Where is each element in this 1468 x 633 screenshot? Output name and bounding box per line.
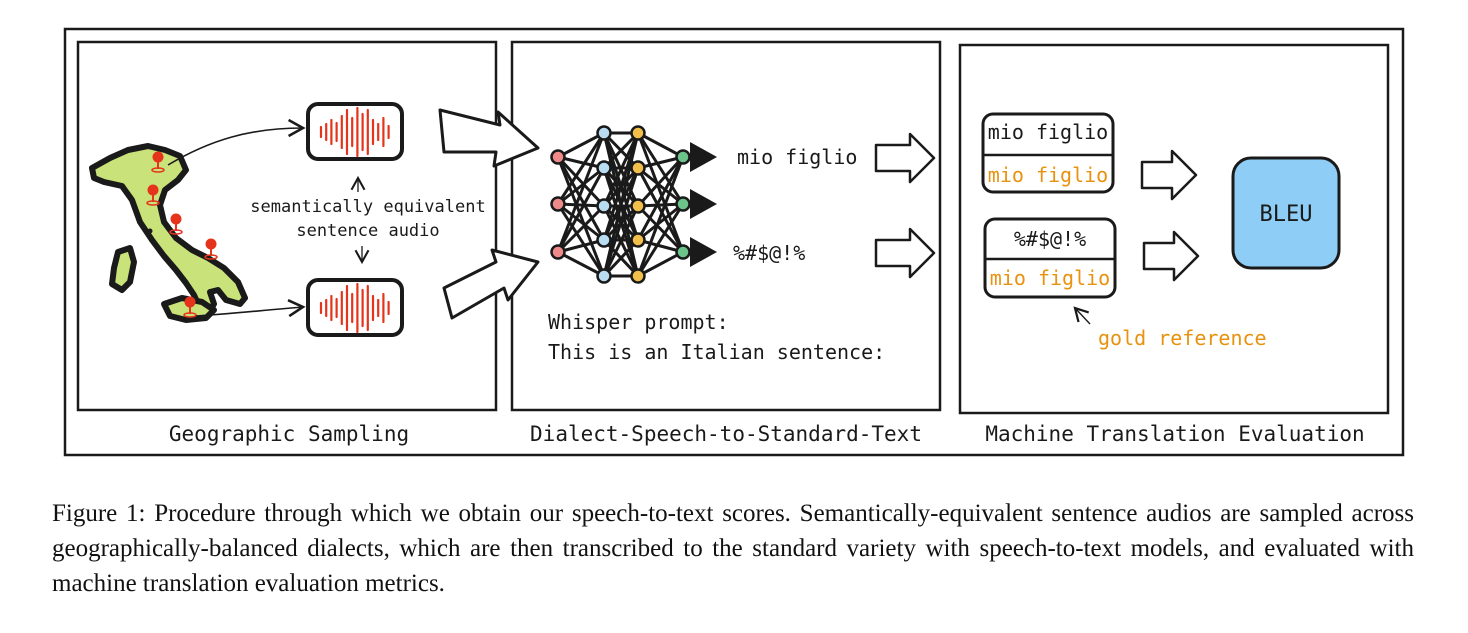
- network-node: [675, 244, 691, 260]
- box1-reference: mio figlio: [988, 163, 1108, 187]
- stt-output-good: mio figlio: [737, 145, 857, 169]
- figure-caption: Figure 1: Procedure through which we obt…: [52, 500, 1414, 597]
- whisper-prompt-line2: This is an Italian sentence:: [548, 340, 885, 364]
- panel-label-left: Geographic Sampling: [169, 422, 409, 446]
- sardinia-shape: [109, 245, 137, 293]
- waveform-icon: [319, 106, 390, 158]
- panel-label-right: Machine Translation Evaluation: [985, 422, 1364, 446]
- pin-icon: [183, 296, 197, 318]
- italy-map: [89, 143, 248, 323]
- pin-icon: [204, 238, 218, 260]
- audio-box-top: [306, 102, 404, 161]
- whisper-prompt-line1: Whisper prompt:: [548, 310, 729, 334]
- pin-icon: [169, 213, 183, 235]
- neural-network-icon: [550, 125, 691, 284]
- network-node: [596, 232, 612, 248]
- pin-icon: [146, 184, 160, 206]
- transfer-arrow-top-icon: [874, 132, 936, 184]
- comparison-box-2: %#$@!% mio figlio: [983, 217, 1117, 299]
- eval-arrow-top-icon: [1140, 149, 1198, 201]
- gold-reference-label: gold reference: [1098, 326, 1267, 350]
- arrow-to-audio-top: [167, 118, 306, 166]
- comparison-box-1: mio figlio mio figlio: [981, 112, 1115, 194]
- figure: semantically equivalent sentence audio m…: [63, 27, 1405, 457]
- panel-geographic-sampling: [76, 40, 498, 412]
- figure-diagram: semantically equivalent sentence audio m…: [63, 27, 1405, 457]
- network-node: [550, 196, 566, 212]
- network-node: [630, 125, 646, 141]
- stt-output-bad: %#$@!%: [733, 241, 805, 265]
- network-node: [675, 196, 691, 212]
- panel-speech-to-text: [510, 40, 942, 412]
- panel-label-middle: Dialect-Speech-to-Standard-Text: [530, 422, 922, 446]
- audio-box-bottom: [306, 278, 404, 337]
- bleu-box: BLEU: [1231, 156, 1341, 270]
- network-node: [596, 268, 612, 284]
- network-node: [550, 149, 566, 165]
- arrow-to-audio-bottom: [195, 298, 306, 318]
- big-arrow-bottom-icon: [442, 248, 540, 320]
- equivalence-note-line1: semantically equivalent: [250, 197, 485, 217]
- box1-hypothesis: mio figlio: [988, 120, 1108, 144]
- outer-frame: [63, 27, 1405, 457]
- network-node: [596, 198, 612, 214]
- network-node: [596, 160, 612, 176]
- pin-icon: [151, 151, 165, 173]
- network-node: [630, 268, 646, 284]
- network-node: [550, 244, 566, 260]
- network-node: [675, 149, 691, 165]
- equivalence-note-line2: sentence audio: [296, 221, 439, 241]
- box2-hypothesis: %#$@!%: [1014, 227, 1086, 251]
- gold-reference-arrow: [1073, 306, 1091, 325]
- eval-arrow-bottom-icon: [1142, 230, 1200, 282]
- network-node: [630, 198, 646, 214]
- big-arrow-top-icon: [438, 108, 540, 168]
- network-node: [630, 160, 646, 176]
- box2-reference: mio figlio: [990, 266, 1110, 290]
- bleu-label: BLEU: [1260, 202, 1313, 227]
- waveform-icon: [319, 282, 390, 334]
- panel-mt-evaluation: [958, 43, 1390, 415]
- network-node: [596, 125, 612, 141]
- network-node: [630, 232, 646, 248]
- transfer-arrow-bottom-icon: [874, 227, 936, 279]
- location-pins: [146, 151, 218, 318]
